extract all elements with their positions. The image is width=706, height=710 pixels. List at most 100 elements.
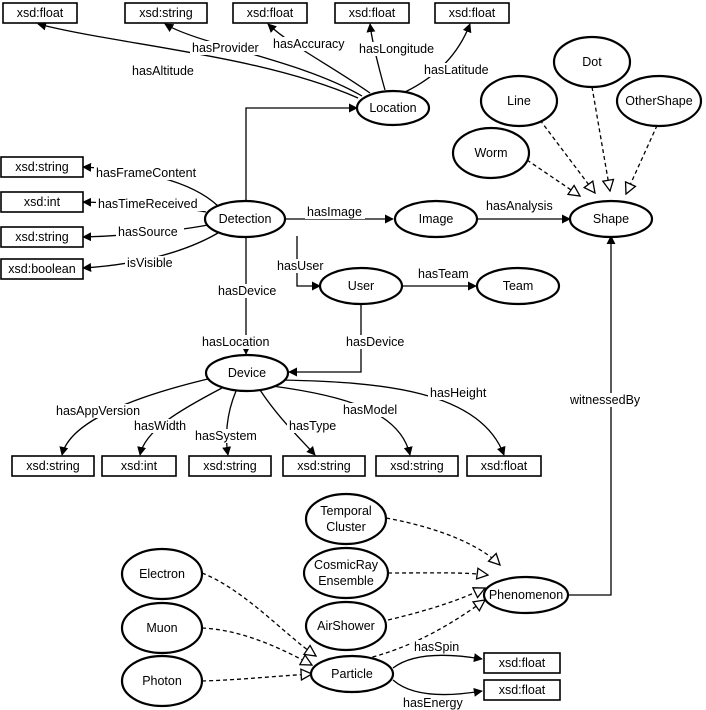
- box-is-visible: xsd:boolean: [0, 258, 84, 280]
- svg-text:AirShower: AirShower: [317, 619, 375, 633]
- svg-text:xsd:string: xsd:string: [139, 6, 193, 20]
- svg-text:xsd:float: xsd:float: [247, 6, 294, 20]
- edge-temporal-phenomenon: [385, 517, 500, 565]
- svg-text:xsd:float: xsd:float: [481, 459, 528, 473]
- edge-airshower-phenomenon: [387, 588, 485, 621]
- label-has-system: hasSystem: [195, 429, 257, 443]
- svg-text:xsd:float: xsd:float: [499, 683, 546, 697]
- svg-text:xsd:int: xsd:int: [121, 459, 158, 473]
- svg-text:Muon: Muon: [146, 621, 177, 635]
- node-photon: Photon: [120, 654, 204, 708]
- box-spin: xsd:float: [483, 652, 561, 674]
- box-width: xsd:int: [101, 455, 177, 477]
- edge-has-user: [296, 236, 321, 291]
- label-has-device-user: hasDevice: [346, 335, 404, 349]
- node-temporal-cluster: Temporal Cluster: [304, 492, 388, 546]
- label-has-model: hasModel: [343, 403, 397, 417]
- svg-text:CosmicRay: CosmicRay: [314, 558, 379, 572]
- svg-text:Worm: Worm: [474, 146, 507, 160]
- label-has-type: hasType: [289, 419, 336, 433]
- svg-text:xsd:int: xsd:int: [24, 195, 61, 209]
- box-accuracy: xsd:float: [232, 2, 308, 24]
- label-witnessed-by: witnessedBy: [569, 393, 641, 407]
- node-other-shape: OtherShape: [615, 74, 703, 128]
- node-air-shower: AirShower: [304, 600, 388, 652]
- edge-photon-particle: [201, 674, 312, 682]
- edge-user-device: [288, 303, 362, 377]
- svg-text:Team: Team: [503, 279, 534, 293]
- label-has-app-version: hasAppVersion: [56, 404, 140, 418]
- svg-text:xsd:float: xsd:float: [499, 656, 546, 670]
- box-type: xsd:string: [282, 455, 366, 477]
- node-shape: Shape: [568, 199, 654, 239]
- svg-text:Electron: Electron: [139, 567, 185, 581]
- edge-worm-shape: [526, 159, 580, 196]
- svg-text:Dot: Dot: [582, 55, 602, 69]
- svg-text:xsd:string: xsd:string: [297, 459, 351, 473]
- label-has-width: hasWidth: [134, 419, 186, 433]
- label-has-image: hasImage: [307, 205, 362, 219]
- svg-text:xsd:float: xsd:float: [17, 6, 64, 20]
- node-device: Device: [204, 353, 290, 393]
- box-time-received: xsd:int: [0, 191, 84, 213]
- box-longitude: xsd:float: [334, 2, 410, 24]
- edge-othershape-shape: [626, 118, 661, 194]
- edge-has-spin: [392, 653, 483, 669]
- svg-text:Phenomenon: Phenomenon: [489, 588, 563, 602]
- label-has-accuracy: hasAccuracy: [273, 37, 345, 51]
- box-altitude: xsd:float: [2, 2, 78, 24]
- node-line: Line: [479, 74, 559, 128]
- node-user: User: [318, 266, 404, 306]
- label-has-spin: hasSpin: [414, 640, 459, 654]
- node-location: Location: [355, 89, 431, 127]
- svg-text:xsd:string: xsd:string: [390, 459, 444, 473]
- edge-dot-shape: [591, 86, 610, 191]
- svg-text:Ensemble: Ensemble: [318, 574, 374, 588]
- box-source: xsd:string: [0, 226, 84, 248]
- box-provider: xsd:string: [124, 2, 208, 24]
- svg-text:Photon: Photon: [142, 674, 182, 688]
- label-has-energy: hasEnergy: [403, 696, 464, 710]
- svg-text:Detection: Detection: [219, 212, 272, 226]
- label-has-latitude: hasLatitude: [424, 63, 489, 77]
- edge-has-provider: [164, 23, 363, 97]
- svg-text:Location: Location: [369, 101, 416, 115]
- label-has-height: hasHeight: [430, 386, 487, 400]
- svg-text:Image: Image: [419, 212, 454, 226]
- svg-text:xsd:boolean: xsd:boolean: [8, 262, 75, 276]
- svg-text:OtherShape: OtherShape: [625, 94, 692, 108]
- svg-text:xsd:float: xsd:float: [349, 6, 396, 20]
- edge-cosmic-phenomenon: [387, 573, 488, 575]
- label-has-time-received: hasTimeReceived: [98, 197, 198, 211]
- box-app-version: xsd:string: [11, 455, 95, 477]
- svg-text:User: User: [348, 279, 374, 293]
- box-frame-content: xsd:string: [0, 156, 84, 178]
- edge-has-energy: [392, 679, 483, 697]
- node-muon: Muon: [120, 601, 204, 655]
- svg-text:Line: Line: [507, 94, 531, 108]
- svg-text:xsd:string: xsd:string: [26, 459, 80, 473]
- edge-particle-phenomenon: [351, 600, 485, 663]
- svg-text:Temporal: Temporal: [320, 504, 371, 518]
- label-has-analysis: hasAnalysis: [486, 199, 553, 213]
- node-cosmic-ray-ensemble: CosmicRay Ensemble: [302, 546, 390, 600]
- label-has-user: hasUser: [277, 259, 324, 273]
- box-height: xsd:float: [466, 455, 542, 477]
- edge-has-accuracy: [267, 23, 371, 94]
- node-electron: Electron: [120, 547, 204, 601]
- node-particle: Particle: [309, 654, 395, 694]
- svg-text:Shape: Shape: [593, 212, 629, 226]
- node-detection: Detection: [203, 199, 287, 239]
- edge-muon-particle: [201, 627, 312, 665]
- box-latitude: xsd:float: [434, 2, 510, 24]
- box-energy: xsd:float: [483, 679, 561, 701]
- node-team: Team: [475, 266, 561, 306]
- edge-has-system: [222, 390, 237, 456]
- edge-has-altitude: [37, 21, 359, 99]
- svg-text:Device: Device: [228, 366, 266, 380]
- class-nodes: Location Detection Image Shape User Team…: [120, 35, 703, 708]
- edge-has-latitude: [404, 23, 472, 93]
- label-has-longitude: hasLongitude: [359, 42, 434, 56]
- label-has-location: hasLocation: [202, 335, 269, 349]
